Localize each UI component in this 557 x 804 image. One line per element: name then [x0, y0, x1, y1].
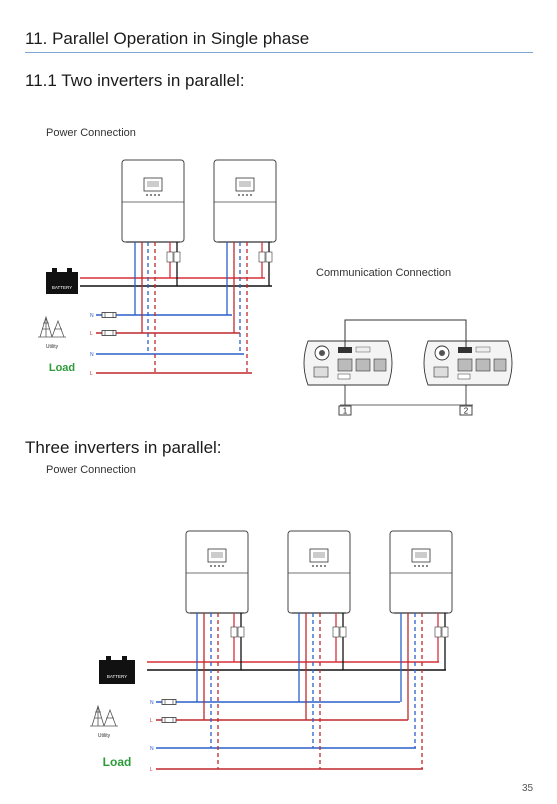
page-number: 35	[522, 783, 534, 794]
inverter-2	[213, 159, 277, 243]
communication-diagram: 1 2	[303, 319, 513, 416]
battery-label: BATTERY	[52, 285, 72, 290]
port-2-badge	[459, 405, 473, 416]
load-label: Load	[49, 362, 75, 374]
two-inverter-power-diagram: BATTERY Utility N L Load N L	[37, 159, 277, 377]
comm-panel-2	[423, 340, 513, 386]
inverter-a	[185, 530, 249, 614]
battery-icon	[46, 272, 78, 294]
svg-text:N: N	[90, 352, 94, 358]
svg-text:2: 2	[464, 407, 469, 416]
utility-label-3: Utility	[98, 733, 111, 739]
inverter-c	[389, 530, 453, 614]
title-divider	[25, 52, 533, 53]
power-connection-label-two: Power Connection	[46, 127, 136, 139]
load-label-3: Load	[103, 755, 132, 769]
utility-pylon-icon	[37, 316, 67, 338]
subsection-title-three-inverters: Three inverters in parallel:	[25, 438, 222, 457]
power-connection-label-three: Power Connection	[46, 464, 136, 476]
svg-text:L: L	[90, 331, 93, 337]
svg-text:L: L	[90, 371, 93, 377]
battery-label-3: BATTERY	[107, 674, 127, 679]
svg-text:N: N	[150, 700, 154, 706]
svg-text:1: 1	[343, 407, 348, 416]
svg-text:N: N	[150, 746, 154, 752]
section-title: 11. Parallel Operation in Single phase	[25, 29, 310, 48]
svg-text:N: N	[90, 313, 94, 319]
port-1-badge	[338, 405, 352, 416]
three-inverter-power-diagram: BATTERY Utility N L Load N L	[89, 530, 453, 773]
utility-pylon-icon-3	[89, 705, 119, 727]
utility-label: Utility	[46, 344, 59, 350]
subsection-title-two-inverters: 11.1 Two inverters in parallel:	[25, 71, 245, 90]
inverter-b	[287, 530, 351, 614]
svg-text:L: L	[150, 767, 153, 773]
communication-connection-label: Communication Connection	[316, 267, 452, 279]
inverter-1	[121, 159, 185, 243]
battery-icon-3	[99, 660, 135, 684]
svg-text:L: L	[150, 718, 153, 724]
comm-panel-1	[303, 340, 393, 386]
